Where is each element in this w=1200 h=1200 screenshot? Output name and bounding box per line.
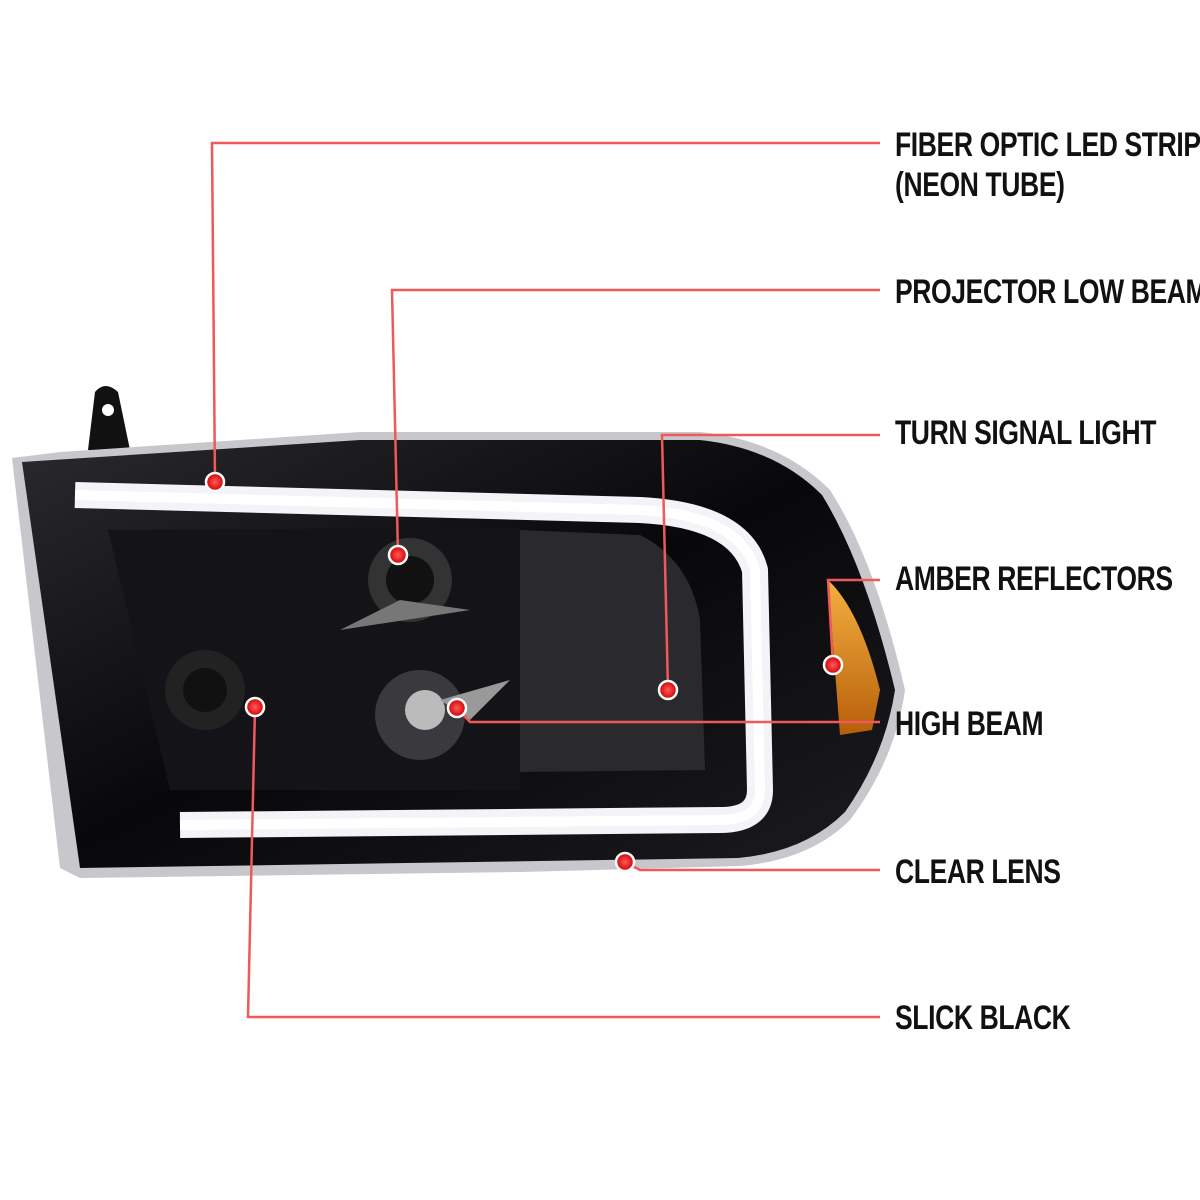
high-beam — [375, 670, 510, 760]
callout-slick-black: SLICK BLACK — [895, 999, 1071, 1037]
leader-amber — [826, 578, 880, 666]
marker-dot — [822, 654, 844, 676]
secondary-reflector — [165, 650, 245, 730]
mounting-tab — [88, 386, 130, 450]
projector-low-beam — [340, 538, 470, 630]
leader-fiber — [210, 141, 880, 483]
amber-reflector — [828, 580, 880, 735]
marker-dot — [387, 544, 409, 566]
callout-fiber-optic-led-strip: FIBER OPTIC LED STRIP (NEON TUBE) — [895, 125, 1200, 205]
callout-line: (NEON TUBE) — [895, 166, 1065, 204]
callout-projector-low-beam: PROJECTOR LOW BEAM — [895, 273, 1200, 311]
callout-high-beam: HIGH BEAM — [895, 705, 1044, 743]
marker-dot — [244, 696, 266, 718]
callout-clear-lens: CLEAR LENS — [895, 853, 1061, 891]
callout-amber-reflectors: AMBER REFLECTORS — [895, 560, 1173, 598]
leader-black — [246, 706, 880, 1019]
callout-turn-signal-light: TURN SIGNAL LIGHT — [895, 414, 1157, 452]
marker-dot — [204, 471, 226, 493]
leader-turn — [660, 433, 880, 691]
leader-projector — [390, 288, 880, 556]
callout-line: FIBER OPTIC LED STRIP — [895, 126, 1200, 164]
marker-dot — [614, 851, 636, 873]
marker-dot — [446, 697, 468, 719]
marker-dot — [657, 679, 679, 701]
marker-dots — [204, 471, 844, 873]
